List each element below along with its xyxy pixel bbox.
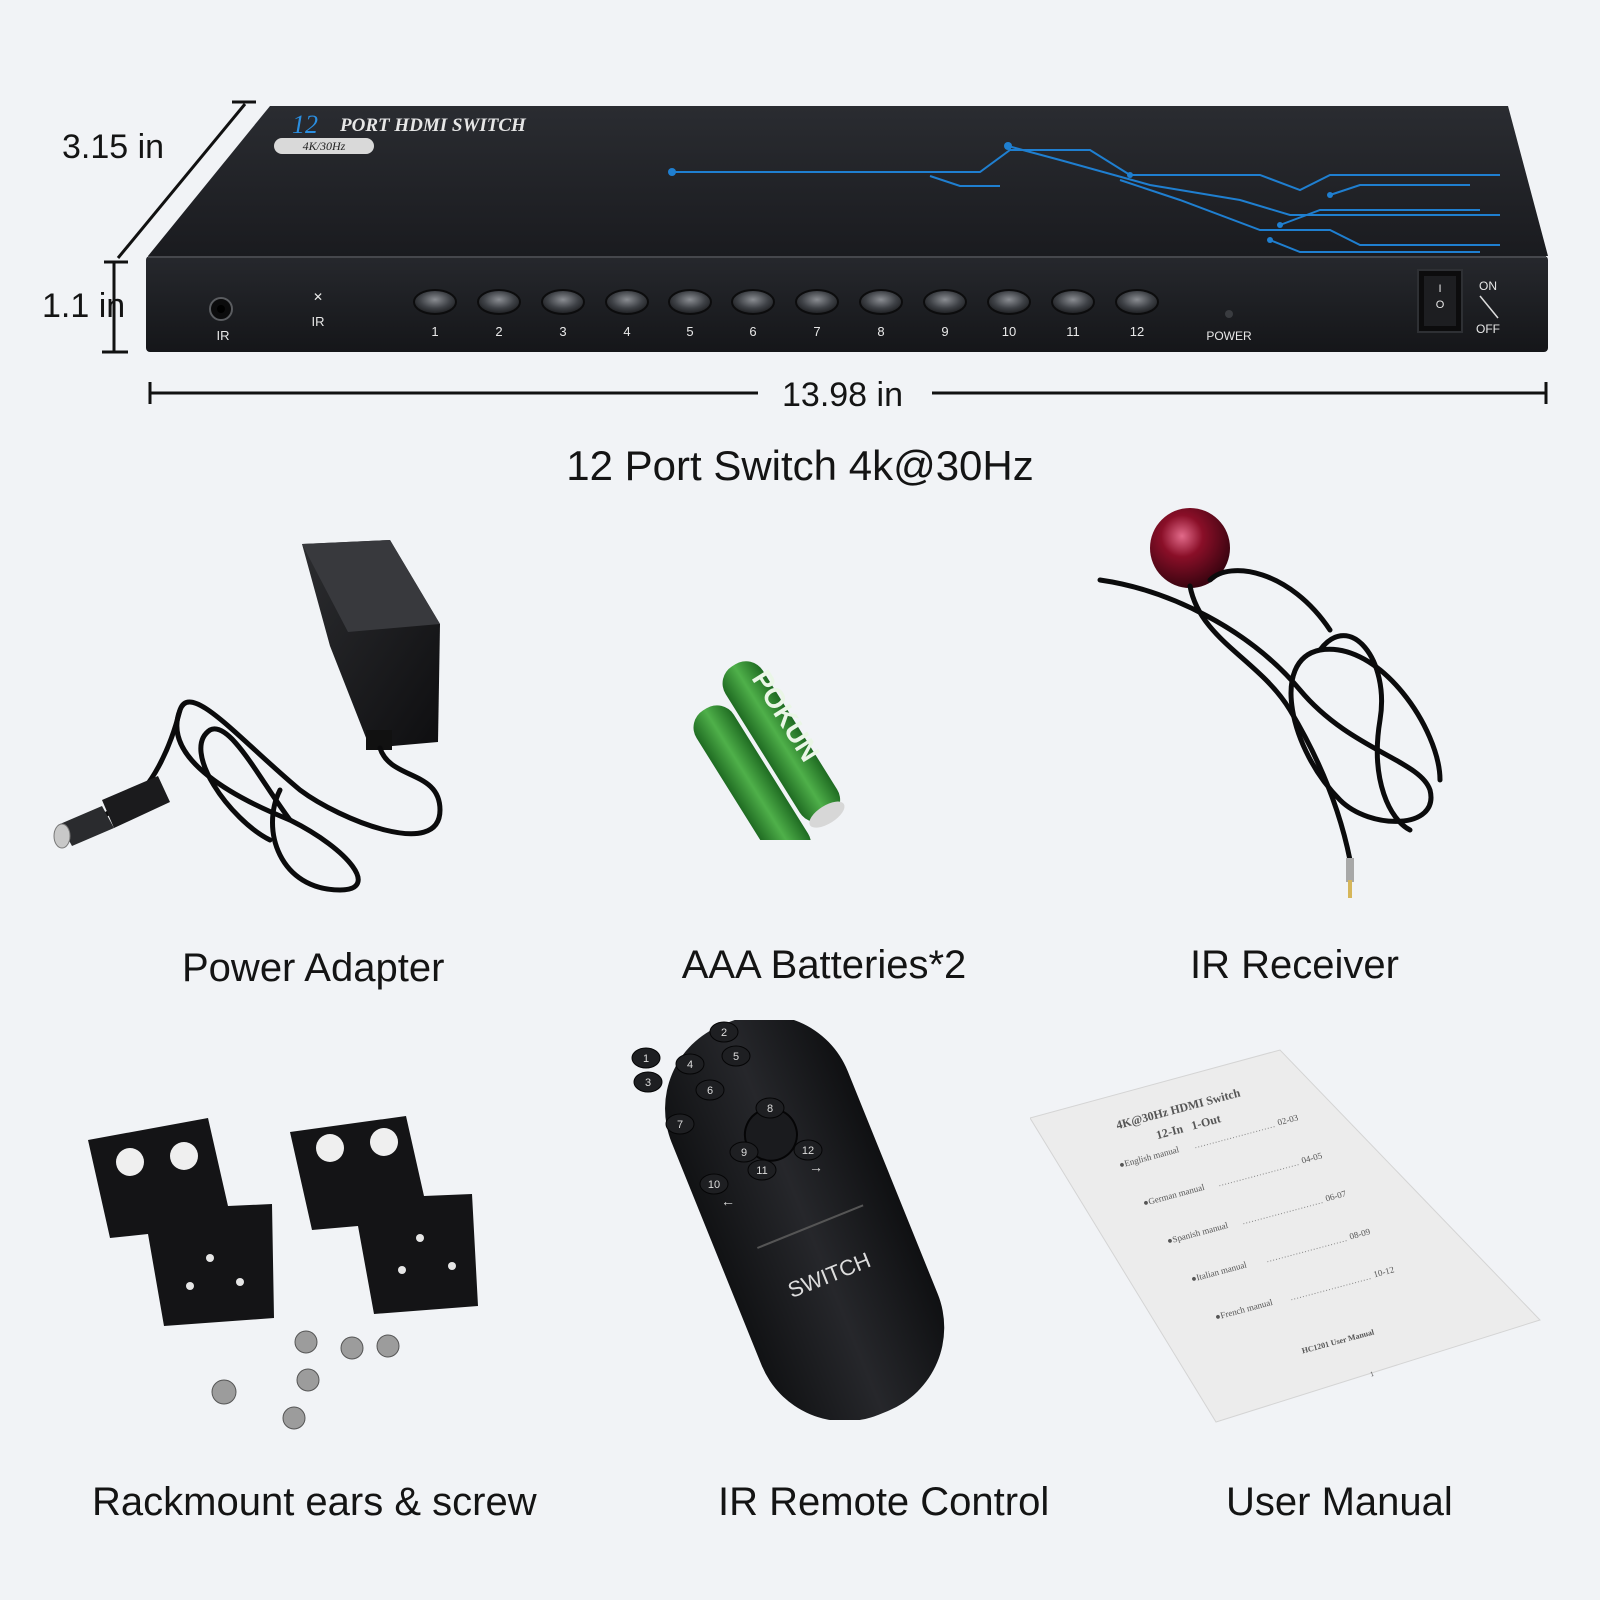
remote-button-label: 5 [733,1051,739,1063]
remote-button-label: 9 [741,1147,747,1159]
remote-button-8[interactable] [755,1097,785,1119]
port-number-label: 8 [877,324,884,339]
ir-receiver-image [1097,508,1443,898]
power-led [1225,310,1233,318]
port-button-8[interactable] [859,289,903,315]
remote-button-label: 3 [645,1077,651,1089]
device-resolution-badge: 4K/30Hz [303,139,346,153]
manual-caption: User Manual [1226,1480,1453,1524]
remote-button-5[interactable] [721,1045,751,1067]
height-dimension-label: 1.1 in [42,287,126,325]
manual-page-number: 1 [1369,1370,1375,1379]
remote-button-label: 7 [677,1119,683,1131]
device-title-number: 12 [292,110,318,139]
ir-receiver-caption: IR Receiver [1190,943,1399,987]
port-number-label: 3 [559,324,566,339]
port-button-9[interactable] [923,289,967,315]
remote-body [665,1020,945,1420]
port-button-3[interactable] [541,289,585,315]
port-number-label: 5 [686,324,693,339]
port-number-label: 2 [495,324,502,339]
remote-button-label: 4 [687,1059,693,1071]
remote-right-arrow[interactable]: → [809,1159,823,1175]
device-resolution-badge-bg [274,138,374,154]
port-button-2[interactable] [477,289,521,315]
remote-button-3[interactable] [633,1071,663,1093]
port-button-4[interactable] [605,289,649,315]
port-button-10[interactable] [987,289,1031,315]
remote-button-label: 10 [708,1179,720,1191]
remote-button-label: 1 [643,1053,649,1065]
aaa-batteries-image: POKUN [693,661,845,840]
switch-off-label: OFF [1476,322,1500,336]
remote-button-6[interactable] [695,1079,725,1101]
remote-button-2[interactable] [709,1021,739,1043]
user-manual-image: 4K@30Hz HDMI Switch 12-In 1-Out ●English… [1030,1049,1541,1423]
port-number-label: 4 [623,324,630,339]
power-adapter-caption: Power Adapter [182,946,445,990]
device-front-panel [146,256,1548,352]
port-number-label: 11 [1066,324,1080,339]
remote-button-11[interactable] [747,1159,777,1181]
ir-jack-label: IR [217,328,230,343]
remote-button-label: 8 [767,1103,773,1115]
product-caption: 12 Port Switch 4k@30Hz [566,442,1034,489]
remote-button-9[interactable] [729,1141,759,1163]
batteries-caption: AAA Batteries*2 [681,943,967,987]
port-button-6[interactable] [731,289,775,315]
width-dimension-label: 13.98 in [782,376,903,414]
remote-button-4[interactable] [675,1053,705,1075]
remote-button-12[interactable] [793,1139,823,1161]
port-number-label: 1 [431,324,438,339]
port-number-label: 7 [813,324,820,339]
device-top-surface [148,106,1548,256]
device-title: PORT HDMI SWITCH [339,115,527,136]
power-adapter-image [53,540,443,893]
ir-sensor-icon: ✕ [313,290,323,304]
ir-sensor-label: IR [312,314,325,329]
remote-button-label: 11 [756,1165,767,1177]
power-led-label: POWER [1206,329,1252,343]
port-button-1[interactable] [413,289,457,315]
rocker-off-symbol: O [1436,299,1445,311]
dimension-lines [102,100,1548,404]
remote-button-label: 6 [707,1085,713,1097]
port-button-7[interactable] [795,289,839,315]
rocker-on-symbol: I [1438,283,1441,295]
port-button-12[interactable] [1115,289,1159,315]
rackmount-caption: Rackmount ears & screw [92,1480,537,1524]
remote-caption: IR Remote Control [718,1480,1050,1524]
remote-button-7[interactable] [665,1113,695,1135]
remote-button-label: 12 [802,1145,814,1157]
port-button-5[interactable] [668,289,712,315]
switch-on-label: ON [1479,279,1497,293]
port-number-label: 9 [941,324,948,339]
port-number-label: 6 [749,324,756,339]
remote-button-1[interactable] [631,1047,661,1069]
remote-button-10[interactable] [699,1173,729,1195]
port-button-11[interactable] [1051,289,1095,315]
depth-dimension-label: 3.15 in [62,128,165,166]
manual-paper [1030,1049,1541,1423]
rackmount-ears-image [88,1116,478,1430]
remote-left-arrow[interactable]: ← [721,1193,735,1209]
port-number-label: 12 [1130,324,1144,339]
port-number-label: 10 [1002,324,1016,339]
remote-button-label: 2 [721,1027,727,1039]
